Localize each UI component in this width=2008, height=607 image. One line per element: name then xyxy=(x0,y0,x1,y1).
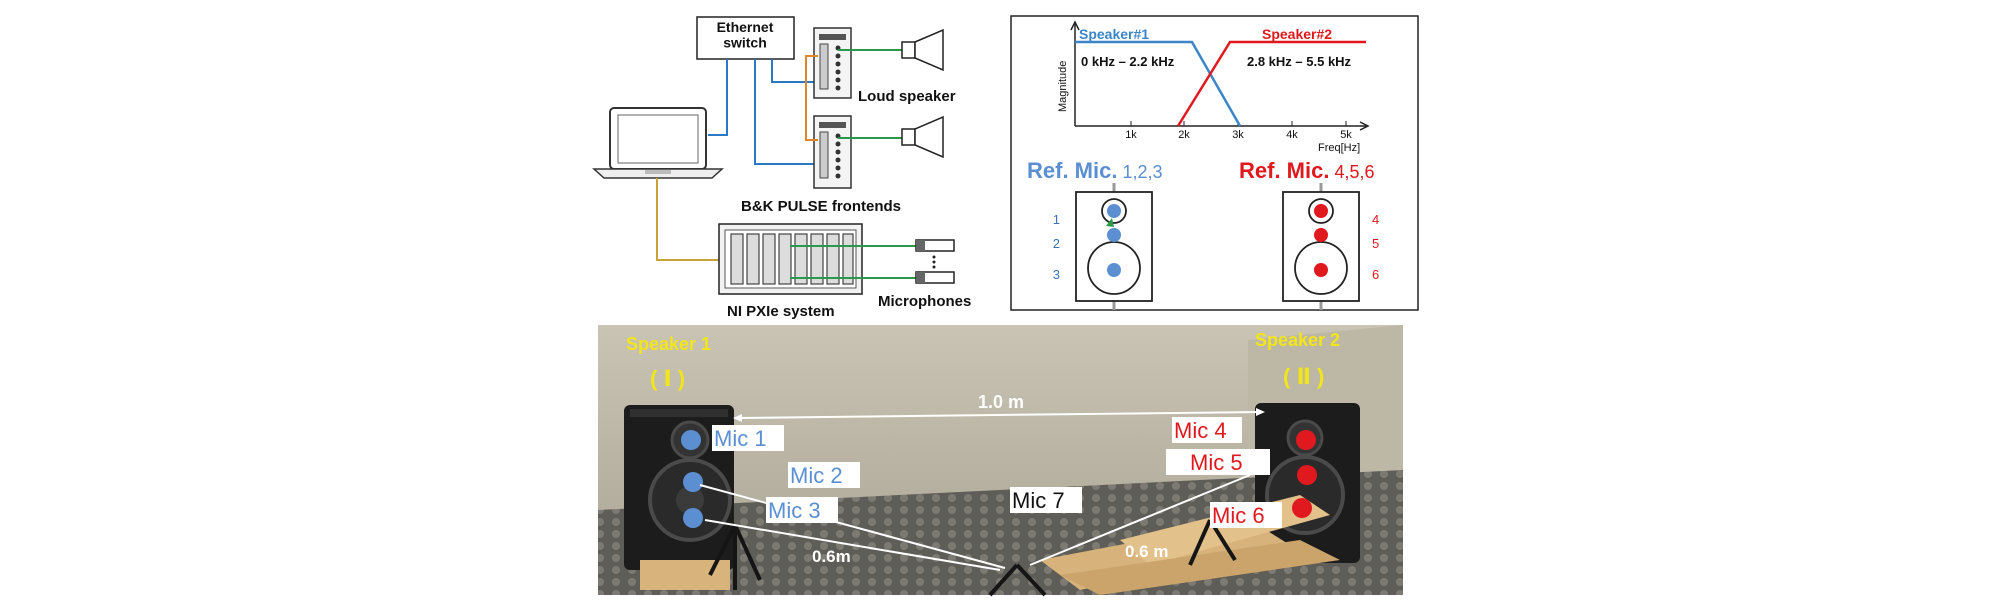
ref-mic-label-3: 3 xyxy=(1053,267,1060,282)
setup-photo: Speaker 1 ( Ⅰ ) Speaker 2 ( Ⅱ ) 1.0 m 0.… xyxy=(598,325,1403,597)
photo-mic-3-dot xyxy=(683,508,703,528)
microphone-icon-1 xyxy=(915,239,955,252)
photo-speaker-1 xyxy=(624,405,734,570)
speaker1-band: 0 kHz – 2.2 kHz xyxy=(1081,54,1175,69)
tick-label-4k: 4k xyxy=(1286,129,1298,141)
ref-mic-label-6: 6 xyxy=(1372,267,1379,282)
frontend-unit-1 xyxy=(813,27,852,99)
pxie-cable xyxy=(656,178,722,261)
ref-speaker-left xyxy=(1075,183,1153,310)
loud-speaker-icon-2 xyxy=(901,115,944,159)
tick-label-1k: 1k xyxy=(1125,129,1137,141)
pxie-chassis xyxy=(718,223,863,295)
photo-mic-2-label: Mic 2 xyxy=(790,463,843,488)
photo-speaker1-label: Speaker 1 xyxy=(626,334,711,354)
speaker2-band: 2.8 kHz – 5.5 kHz xyxy=(1247,54,1352,69)
speaker-cables xyxy=(838,49,902,139)
photo-mic-6-dot xyxy=(1292,498,1312,518)
photo-mic-4-dot xyxy=(1296,430,1316,450)
frontend-unit-2 xyxy=(813,115,852,189)
ref-mic-label-2: 2 xyxy=(1053,236,1060,251)
filter-plot-ylabel: Magnitude xyxy=(1057,61,1069,112)
ellipsis-dots xyxy=(932,255,936,269)
photo-wood-blocks xyxy=(640,495,1340,595)
ref-mic-4-dot xyxy=(1314,204,1328,218)
photo-speaker2-roman: ( Ⅱ ) xyxy=(1283,364,1324,389)
distance-label-left: 0.6m xyxy=(812,547,851,566)
ethernet-cables xyxy=(708,59,818,165)
photo-speaker2-label: Speaker 2 xyxy=(1255,330,1340,350)
photo-mic-6-label: Mic 6 xyxy=(1212,503,1265,528)
ref-mic-6-dot xyxy=(1314,263,1328,277)
tick-label-2k: 2k xyxy=(1178,129,1190,141)
frontends-label: B&K PULSE frontends xyxy=(741,198,901,215)
ref-mic-2-dot xyxy=(1107,228,1121,242)
ref-mic-left-title: Ref. Mic. 1,2,3 xyxy=(1027,158,1163,183)
photo-mic-1-label: Mic 1 xyxy=(714,426,767,451)
photo-mic-1-dot xyxy=(681,430,701,450)
photo-mic-7-label: Mic 7 xyxy=(1012,488,1065,513)
photo-mic-4-label: Mic 4 xyxy=(1174,418,1227,443)
speaker1-filter-curve xyxy=(1075,40,1242,127)
ref-speaker-right xyxy=(1282,183,1360,310)
loud-speaker-label: Loud speaker xyxy=(858,88,956,105)
loud-speaker-icon-1 xyxy=(901,28,944,72)
photo-mic-5-dot xyxy=(1297,465,1317,485)
ref-mic-label-5: 5 xyxy=(1372,236,1379,251)
ref-mic-5-dot xyxy=(1314,228,1328,242)
filter-plot-xlabel: Freq[Hz] xyxy=(1318,142,1360,154)
ethernet-switch-box xyxy=(696,16,795,60)
laptop-icon xyxy=(592,107,724,179)
photo-mic-3-label: Mic 3 xyxy=(768,498,821,523)
ref-mic-label-1: 1 xyxy=(1053,212,1060,227)
microphone-cables xyxy=(790,245,916,279)
distance-label-right: 0.6 m xyxy=(1125,542,1168,561)
speaker1-legend: Speaker#1 xyxy=(1079,26,1149,42)
speaker2-filter-curve xyxy=(1176,40,1366,127)
microphone-icon-2 xyxy=(915,271,955,284)
distance-label-top: 1.0 m xyxy=(978,392,1024,412)
filter-panel: Magnitude Freq[Hz] 1k 2k 3k 4k 5k Speake… xyxy=(1010,15,1419,311)
photo-speaker1-roman: ( Ⅰ ) xyxy=(650,366,685,391)
sync-cable xyxy=(805,55,818,141)
microphones-label: Microphones xyxy=(878,293,971,310)
ref-mic-right-title: Ref. Mic. 4,5,6 xyxy=(1239,158,1375,183)
photo-mic-5-label: Mic 5 xyxy=(1190,450,1243,475)
distance-arrows xyxy=(699,408,1265,571)
tick-label-3k: 3k xyxy=(1232,129,1244,141)
ref-mic-1-dot xyxy=(1107,204,1121,218)
ref-mic-label-4: 4 xyxy=(1372,212,1379,227)
pxie-label: NI PXIe system xyxy=(727,303,835,320)
photo-mic-2-dot xyxy=(683,472,703,492)
ref-mic-3-dot xyxy=(1107,263,1121,277)
tick-label-5k: 5k xyxy=(1340,129,1352,141)
speaker2-legend: Speaker#2 xyxy=(1262,26,1332,42)
